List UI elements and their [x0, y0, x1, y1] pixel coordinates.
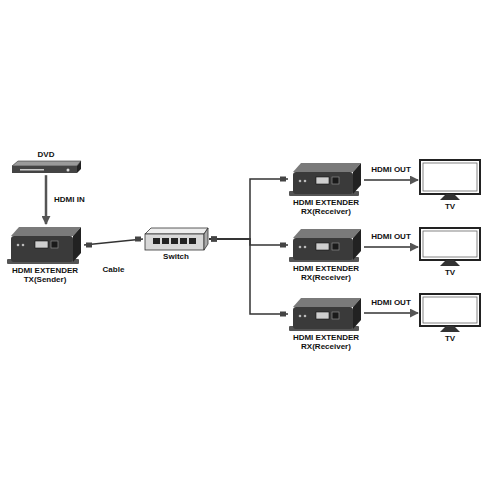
cable-plug — [86, 243, 92, 248]
led — [22, 244, 25, 247]
extender-top — [293, 298, 361, 307]
extender-top — [11, 227, 81, 236]
cable-plug — [211, 237, 217, 242]
device-label: HDMI EXTENDER TX(Sender) — [6, 266, 84, 284]
extender-side — [73, 227, 81, 262]
tv-node: TV — [418, 226, 482, 277]
device-label: HDMI EXTENDER RX(Receiver) — [288, 333, 364, 351]
tv-stand — [440, 194, 460, 200]
extender-side — [353, 163, 361, 194]
tv-illustration — [418, 292, 482, 334]
led — [17, 244, 20, 247]
sw-illustration — [143, 226, 209, 252]
switch-port — [180, 238, 187, 244]
ext-illustration — [288, 160, 364, 198]
device-label: HDMI EXTENDER RX(Receiver) — [288, 198, 364, 216]
tv-node: TV — [418, 292, 482, 343]
tv-illustration — [418, 226, 482, 268]
extender-node: HDMI EXTENDER RX(Receiver) — [288, 295, 364, 351]
led — [304, 180, 307, 183]
device-label: DVD — [10, 150, 82, 159]
network-cable — [209, 239, 288, 314]
hdmi-port — [35, 241, 48, 248]
extender-side — [353, 229, 361, 260]
hdmi-arrow — [364, 246, 418, 248]
dvd-top — [12, 161, 81, 166]
tv-screen — [423, 231, 477, 257]
tv-stand — [440, 260, 460, 266]
device-label: HDMI EXTENDER RX(Receiver) — [288, 264, 364, 282]
tv-screen — [423, 297, 477, 323]
signal-label: HDMI OUT — [370, 165, 412, 174]
switch-front — [145, 234, 204, 250]
signal-label: HDMI OUT — [370, 298, 412, 307]
led — [299, 315, 302, 318]
extender-side — [353, 298, 361, 329]
ext-illustration — [6, 224, 84, 266]
cable-plug — [280, 177, 286, 182]
rj45-port — [332, 243, 339, 250]
hdmi-port — [316, 312, 329, 319]
extender-node: HDMI EXTENDER TX(Sender) — [6, 224, 84, 284]
network-cable — [84, 239, 143, 245]
device-label: TV — [418, 334, 482, 343]
switch-port — [189, 238, 196, 244]
rj45-port — [51, 241, 58, 248]
extender-body — [293, 172, 353, 194]
cable-plug — [211, 237, 217, 242]
dvd-node: DVD — [10, 150, 82, 175]
hdmi-arrow — [364, 312, 418, 314]
power-button — [67, 169, 70, 172]
led — [304, 315, 307, 318]
tv-screen — [423, 163, 477, 191]
signal-label: Cable — [102, 265, 126, 274]
extender-body — [293, 307, 353, 329]
ext-illustration — [288, 295, 364, 333]
tv-stand — [440, 326, 460, 332]
extender-top — [293, 163, 361, 172]
switch-port — [171, 238, 178, 244]
extender-node: HDMI EXTENDER RX(Receiver) — [288, 160, 364, 216]
switch-top — [145, 228, 208, 234]
switch-node: Switch — [143, 226, 209, 261]
extender-body — [293, 238, 353, 260]
cable-plug — [280, 243, 286, 248]
switch-port — [162, 238, 169, 244]
switch-side — [204, 228, 208, 250]
dvd-front — [12, 166, 77, 173]
device-label: TV — [418, 268, 482, 277]
led — [304, 246, 307, 249]
device-label: Switch — [143, 252, 209, 261]
signal-label: HDMI IN — [53, 195, 86, 204]
device-label: TV — [418, 202, 482, 211]
extender-top — [293, 229, 361, 238]
hdmi-arrow — [364, 179, 418, 181]
dvd-illustration — [10, 159, 82, 175]
led — [299, 246, 302, 249]
ext-illustration — [288, 226, 364, 264]
switch-port — [153, 238, 160, 244]
signal-label: HDMI OUT — [370, 232, 412, 241]
dvd-side — [77, 161, 81, 173]
hdmi-arrow — [45, 175, 48, 224]
tv-frame — [420, 228, 480, 260]
rj45-port — [332, 177, 339, 184]
tv-node: TV — [418, 158, 482, 211]
network-cable — [209, 179, 288, 239]
tv-frame — [420, 294, 480, 326]
extender-body — [11, 236, 73, 262]
rj45-port — [332, 312, 339, 319]
led — [299, 180, 302, 183]
extender-node: HDMI EXTENDER RX(Receiver) — [288, 226, 364, 282]
hdmi-port — [316, 243, 329, 250]
tv-frame — [420, 160, 480, 194]
cable-plug — [135, 237, 141, 242]
cable-plug — [280, 312, 286, 317]
hdmi-port — [316, 177, 329, 184]
cable-plug — [211, 237, 217, 242]
tv-illustration — [418, 158, 482, 202]
network-cable — [209, 239, 288, 245]
disc-slot — [20, 169, 44, 171]
